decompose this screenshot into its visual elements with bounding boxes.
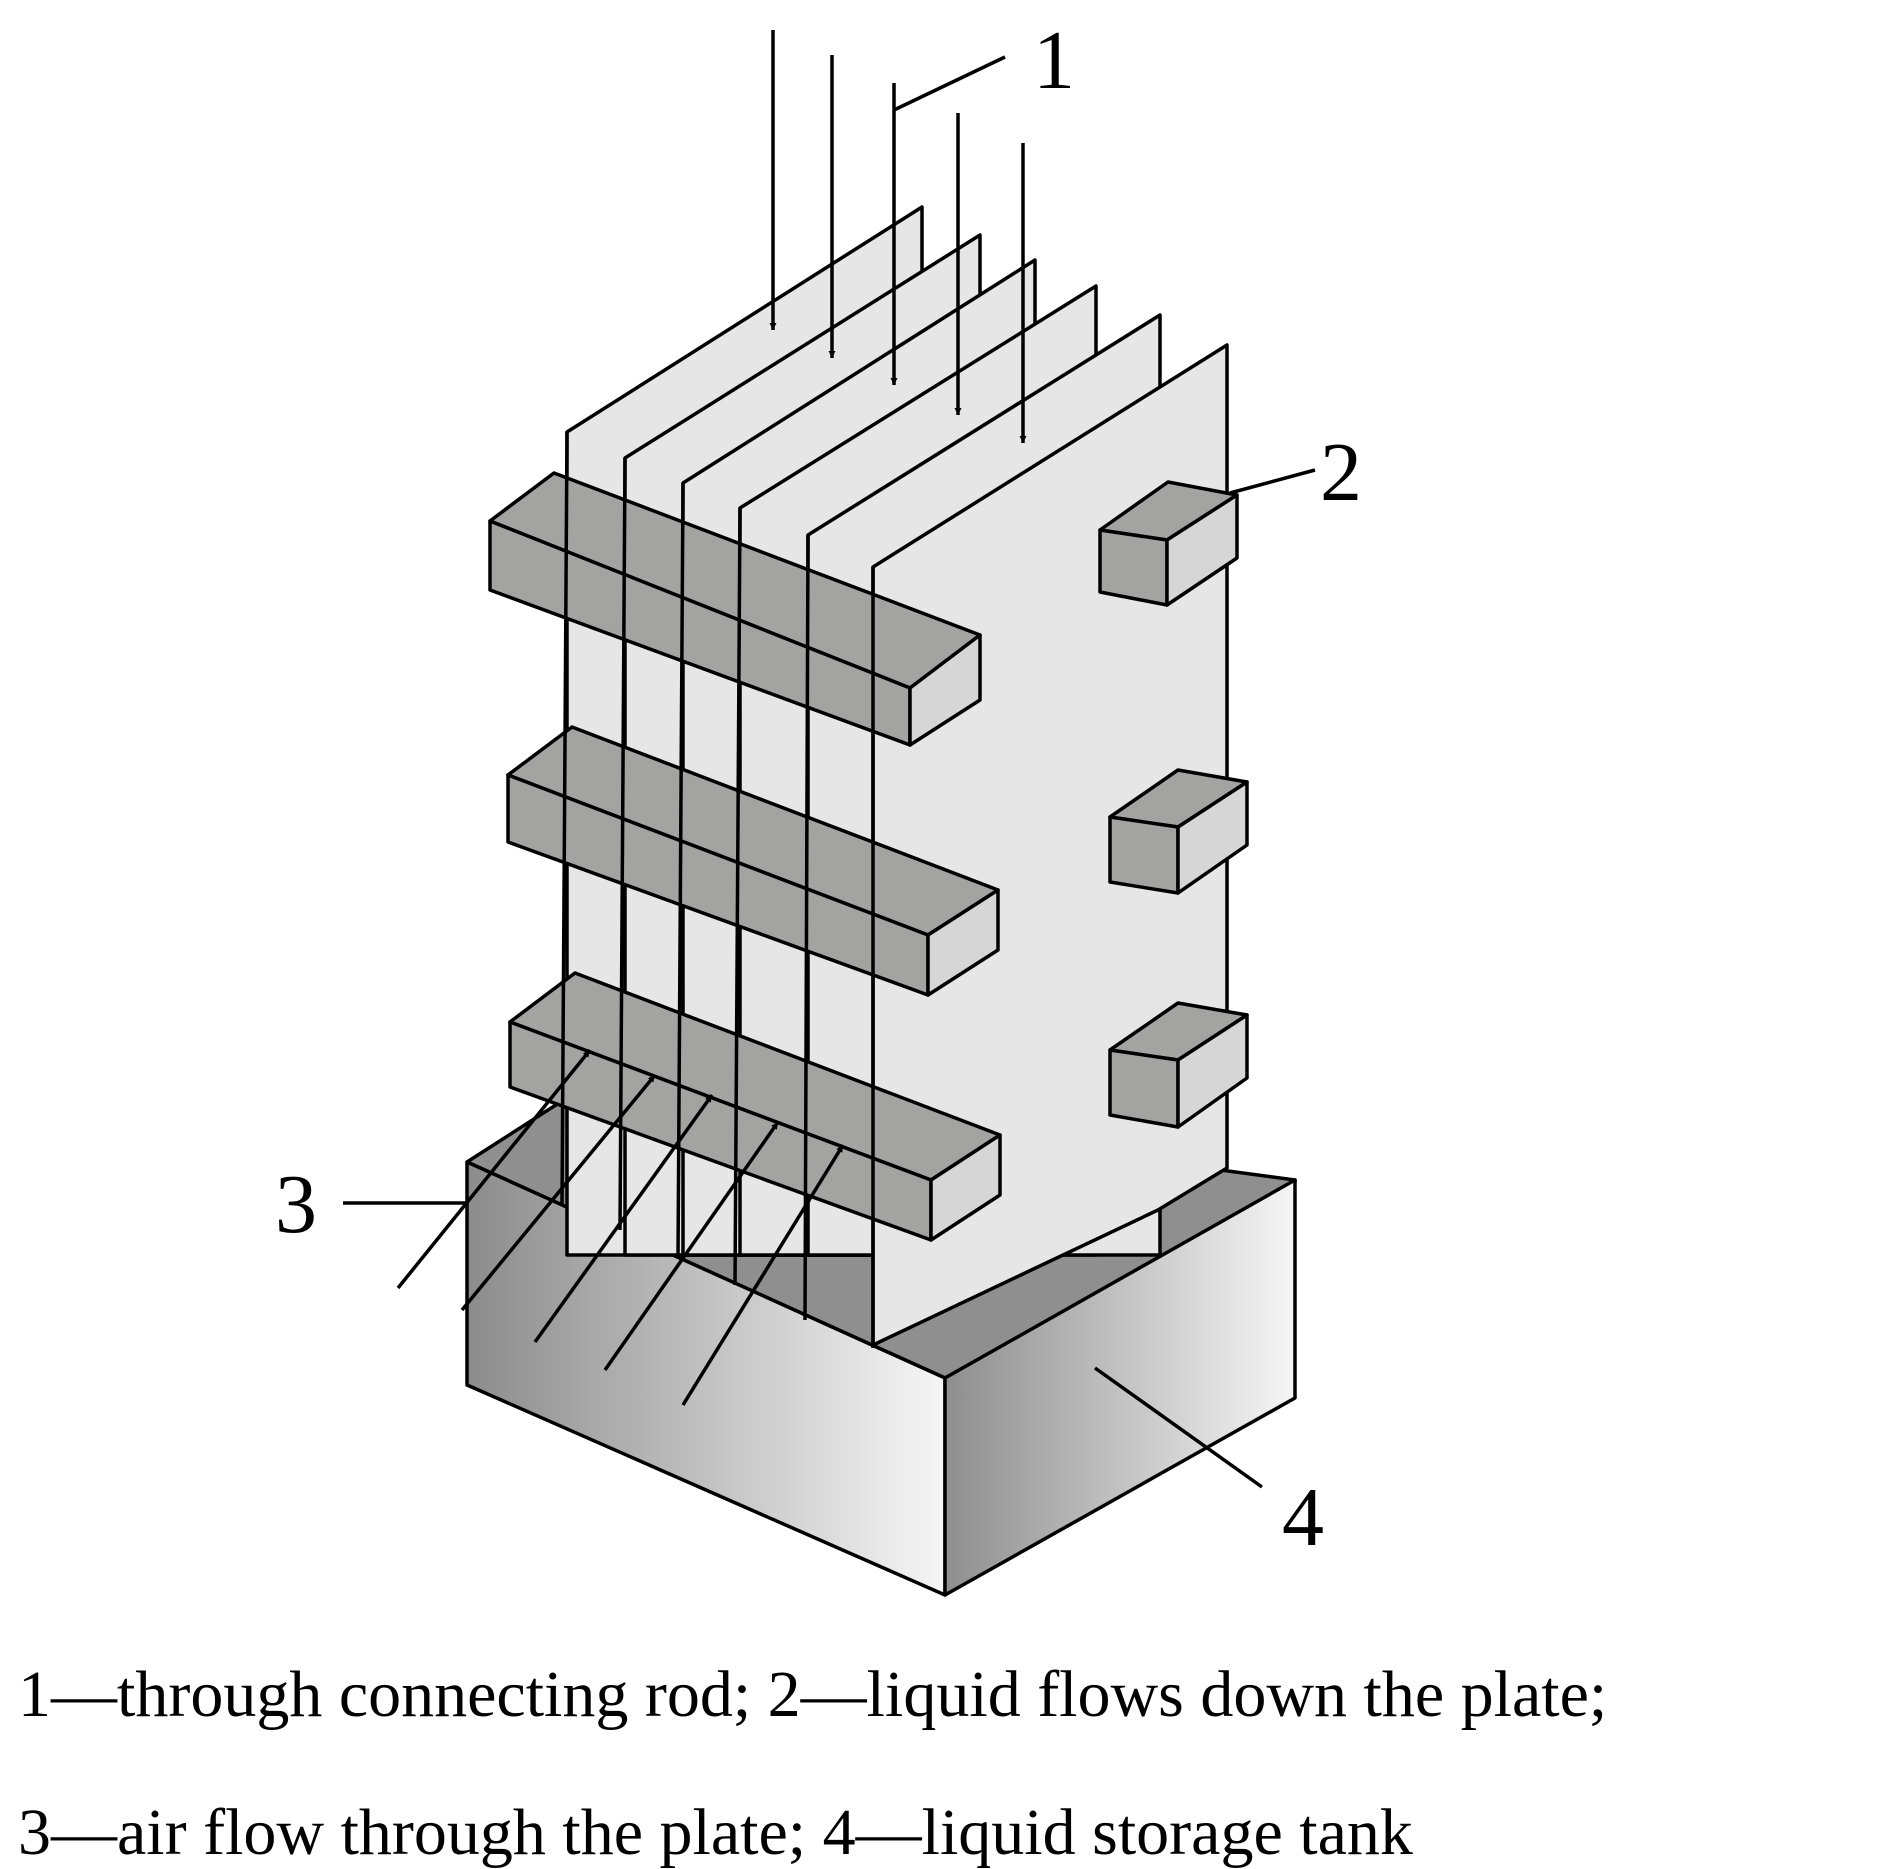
leader-line-4 [1093,1366,1264,1489]
air-flow-arrow [603,1120,780,1372]
connecting-rod-ends [1098,480,1249,1129]
plate-edges [560,431,875,1348]
air-flow-arrows [396,1048,845,1406]
connecting-rod-middle [506,725,1000,997]
label-1: 1 [1033,14,1075,107]
connecting-rod-end-middle [1108,768,1249,895]
label-2: 2 [1320,426,1362,519]
liquid-flow-arrows [769,30,1027,443]
label-4: 4 [1282,1471,1324,1564]
air-flow-arrow [533,1093,714,1344]
label-3: 3 [275,1158,317,1251]
connecting-rod-top [488,471,982,747]
connecting-rod-bottom [508,971,1002,1242]
caption-line-2: 3—air flow through the plate; 4—liquid s… [18,1796,1413,1869]
connecting-rods [488,471,1002,1242]
leader-line-2 [1229,468,1316,495]
connecting-rod-end-bottom [1108,1001,1249,1129]
air-flow-arrow [396,1048,592,1290]
plate-column-diagram: 1 2 3 4 [275,14,1362,1597]
leader-lines [343,55,1316,1489]
caption-line-1: 1—through connecting rod; 2—liquid flows… [18,1658,1608,1731]
air-flow-arrow [681,1144,845,1406]
air-flow-arrow [460,1073,657,1312]
connecting-rod-end-top [1098,480,1239,607]
leader-line-1 [893,55,1006,112]
